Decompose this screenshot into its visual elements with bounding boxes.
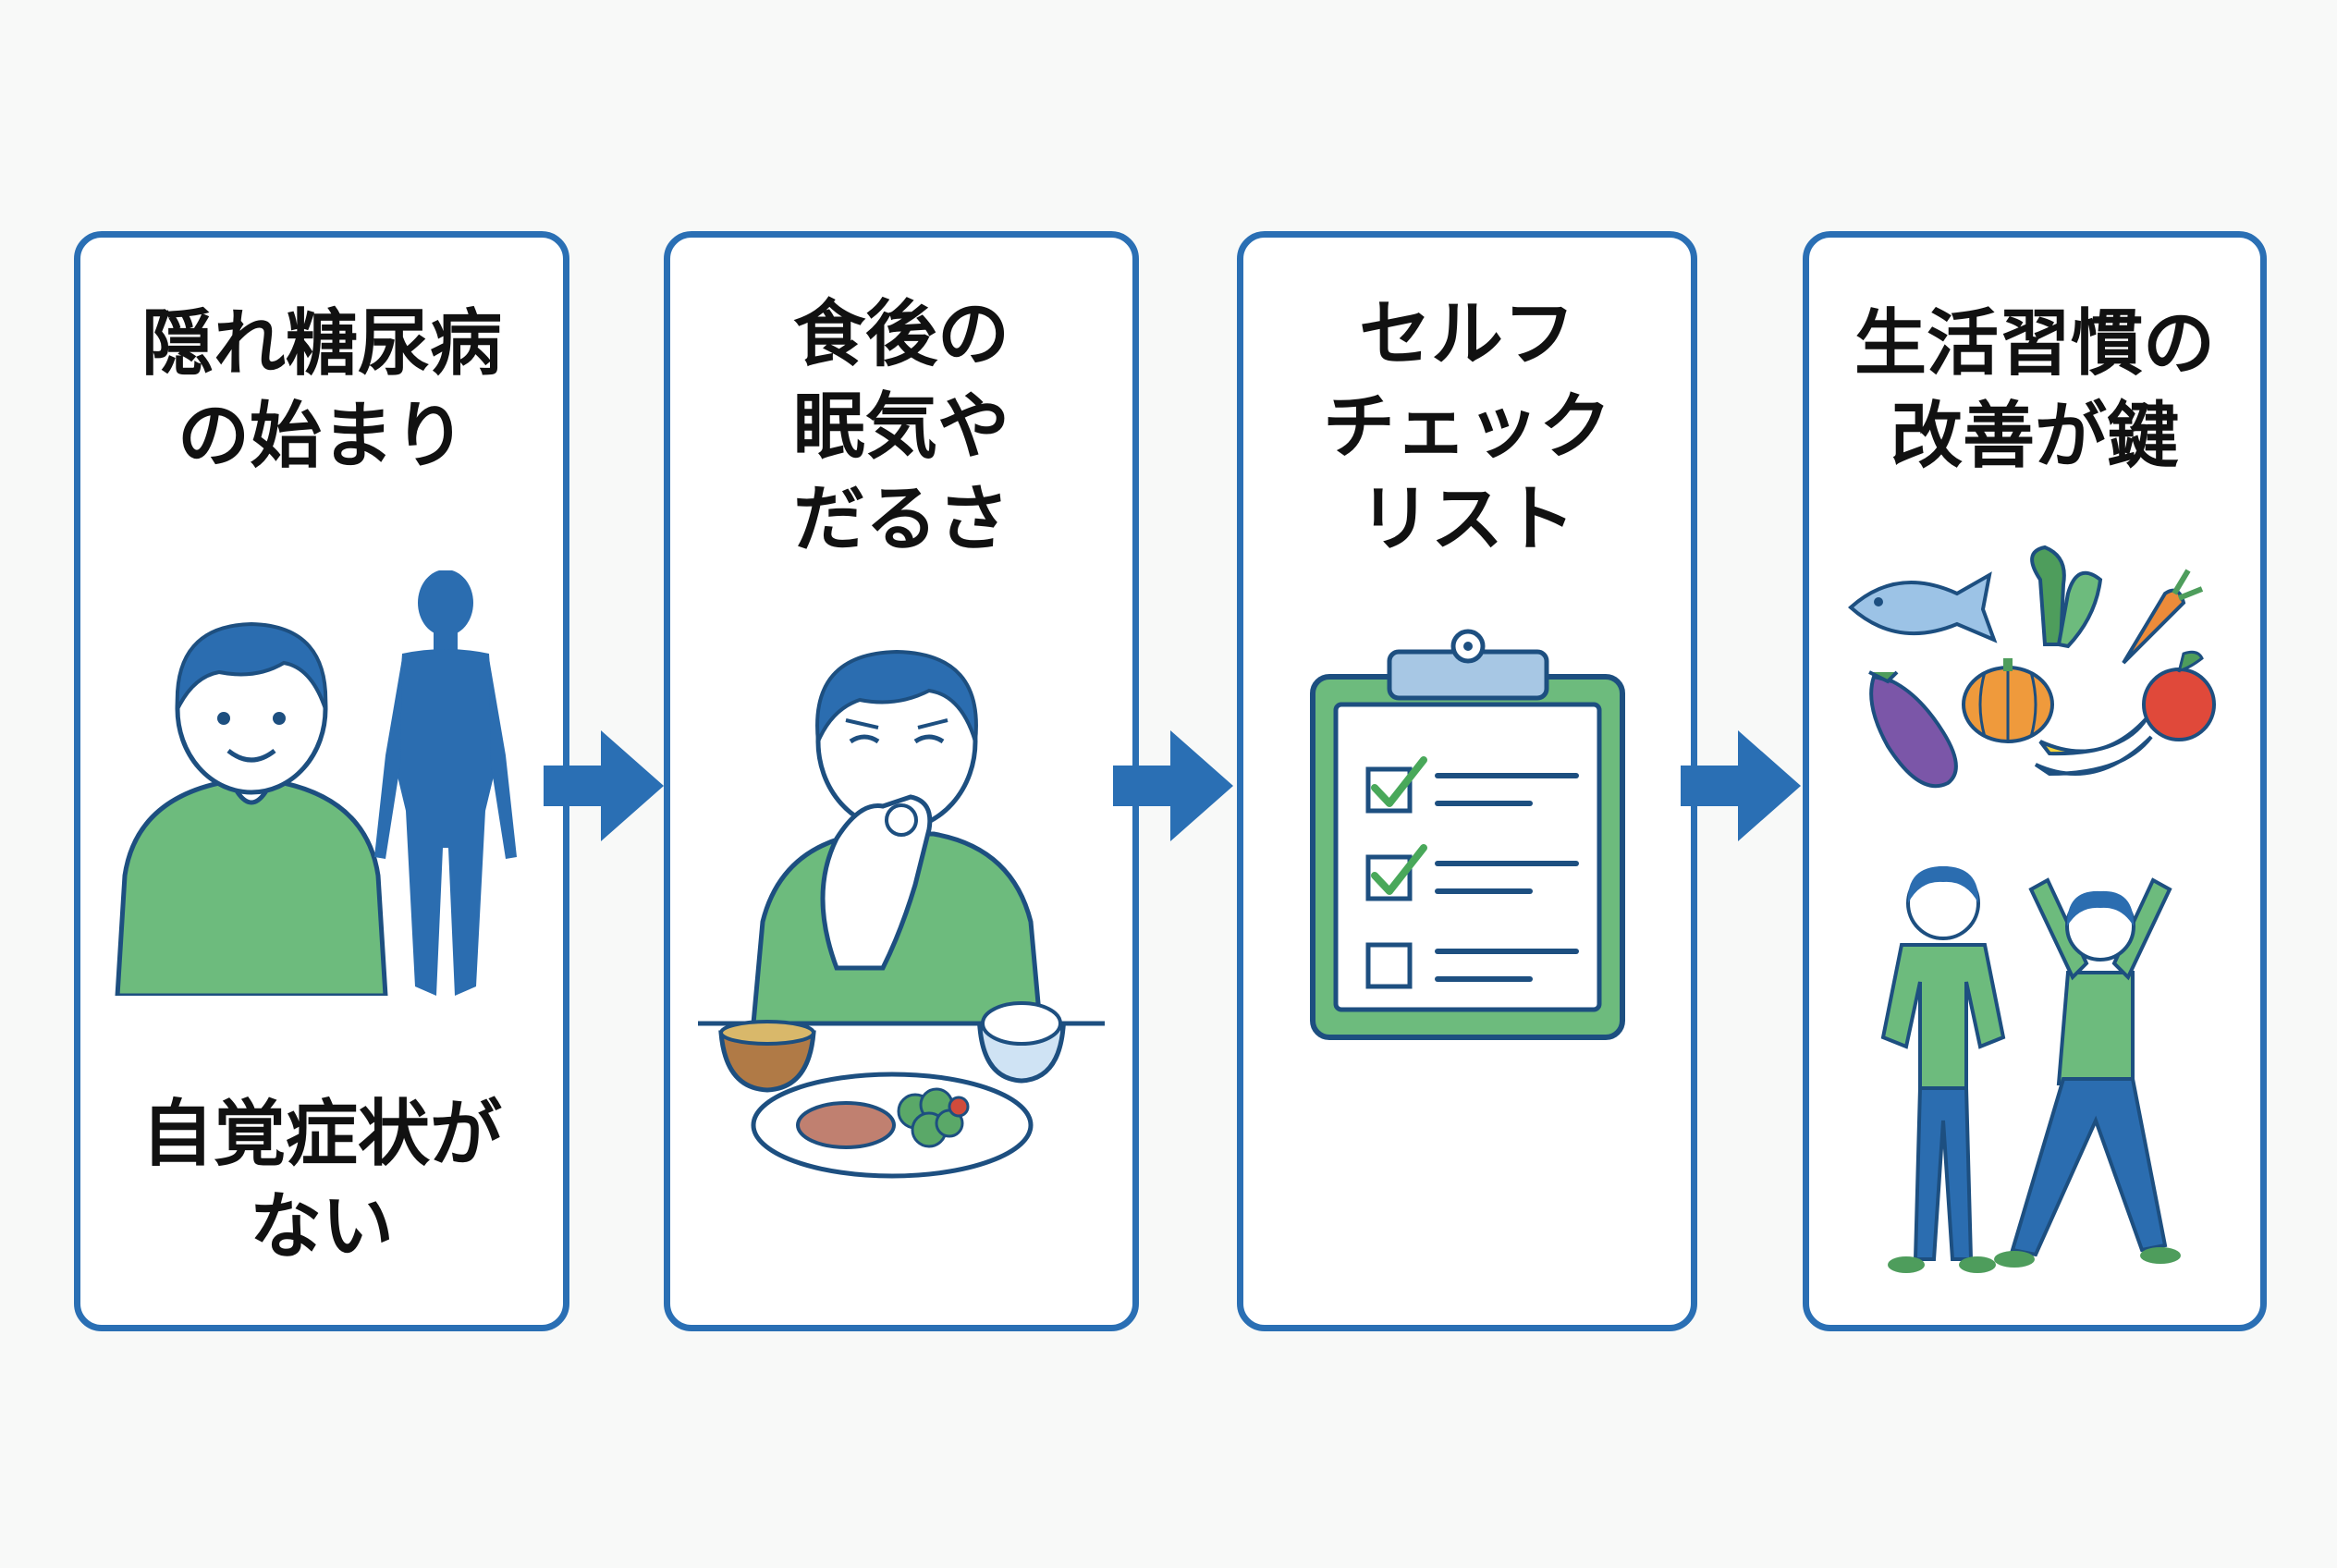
arrow-right-icon [1113,730,1233,841]
step-3-title-line-1: セルフ [1358,293,1575,376]
step-panel-hidden-diabetes: 隠れ糖尿病 の始まり 自覚症状が ない [74,231,569,1331]
step-2-title-line-2: 眠気や [792,386,1009,469]
step-1-title: 隠れ糖尿病 の始まり [80,298,563,483]
step-3-title-line-3: リスト [1358,478,1575,561]
step-panel-lifestyle-improvement: 生活習慣の 改善が鍵 [1803,231,2267,1331]
step-4-title-line-1: 生活習慣の [1854,302,2215,386]
step-1-title-line-1: 隠れ糖尿病 [141,302,502,386]
clipboard-checklist-illustration [1310,629,1625,1040]
eggplant-icon [1868,670,1958,789]
checkmark-icon [1371,844,1427,895]
step-panel-drowsiness-after-meal: 食後の 眠気や だるさ [664,231,1139,1331]
arrow-right-icon [1681,730,1801,841]
step-2-title-line-1: 食後の [792,293,1009,376]
man-stretching-icon [1994,877,2181,1268]
carrot-icon [2122,569,2204,665]
step-3-title: セルフ チェック リスト [1243,288,1691,566]
checkmark-icon [1371,756,1427,807]
checklist-row [1365,756,1579,814]
step-4-title: 生活習慣の 改善が鍵 [1809,298,2260,483]
pumpkin-icon [1962,658,2054,743]
step-4-title-line-2: 改善が鍵 [1890,395,2179,478]
step-1-caption-line-2: ない [249,1185,394,1268]
people-exercising-illustration [1880,866,2181,1273]
person-and-body-illustration [115,570,517,996]
step-panel-self-checklist: セルフ チェック リスト [1237,231,1697,1331]
step-2-title: 食後の 眠気や だるさ [670,288,1132,566]
fish-icon [1848,571,1998,643]
step-2-title-line-3: だるさ [792,478,1009,561]
step-1-caption: 自覚症状が ない [80,1088,563,1273]
checklist-row [1365,844,1579,901]
step-1-caption-line-1: 自覚症状が [141,1093,502,1176]
banana-icon [2034,717,2153,777]
checkbox-empty-icon [1365,942,1413,989]
woman-standing-icon [1880,866,2006,1273]
step-1-title-line-2: の始まり [177,395,466,478]
checklist-row [1365,942,1579,989]
arrow-right-icon [544,730,664,841]
healthy-food-illustration [1848,545,2216,789]
spinach-icon [2030,545,2103,649]
tired-person-at-table-illustration [698,649,1105,1179]
apple-icon [2142,650,2216,741]
step-3-title-line-2: チェック [1322,386,1611,469]
